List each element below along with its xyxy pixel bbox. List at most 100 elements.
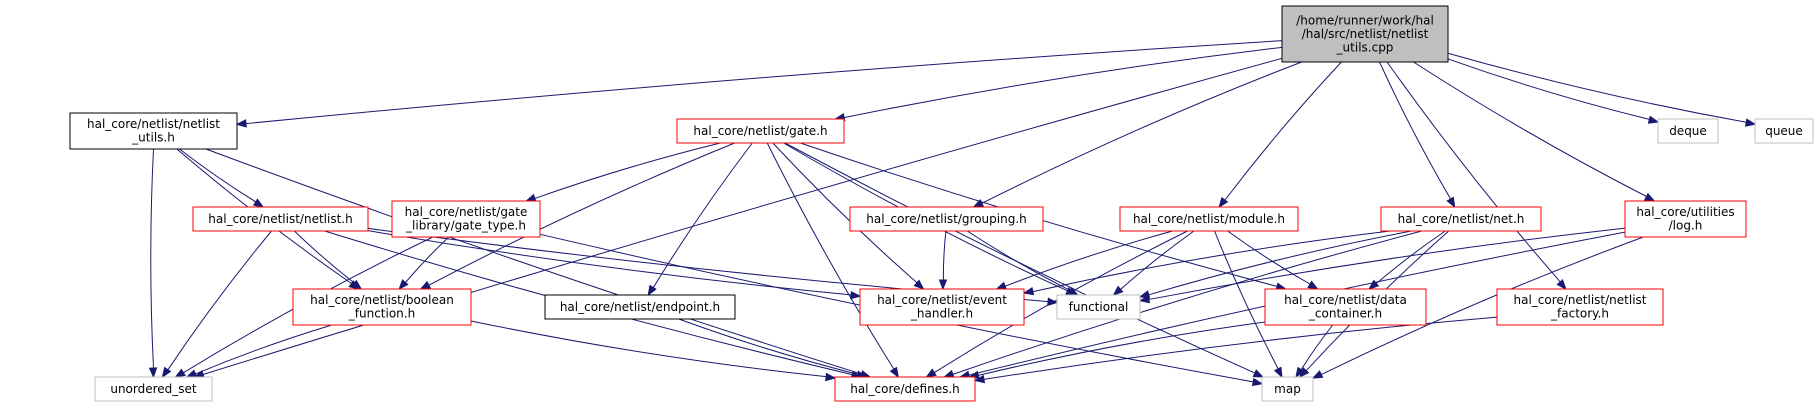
node-box [849, 206, 1044, 232]
edge-root-to-net-h [1379, 61, 1456, 209]
arrowhead [1446, 196, 1456, 209]
node-netlist-factory-h[interactable]: hal_core/netlist/netlist_factory.h [1496, 288, 1664, 326]
arrowhead [174, 368, 186, 378]
edge-root-to-grouping-h [972, 61, 1302, 208]
node-box [1264, 288, 1427, 326]
node-data-container-h[interactable]: hal_core/netlist/data_container.h [1264, 288, 1427, 326]
node-box [69, 112, 238, 150]
edge-data-container-h-to-defines-h [968, 321, 1266, 379]
node-label-line: deque [1669, 124, 1707, 138]
arrowhead [351, 279, 363, 290]
arrowhead [925, 368, 937, 378]
node-box [94, 376, 213, 402]
node-label-line: hal_core/netlist/gate.h [693, 124, 827, 138]
node-endpoint-h[interactable]: hal_core/netlist/endpoint.h [544, 294, 736, 320]
edge-line [470, 320, 827, 378]
edge-line [981, 61, 1302, 204]
edge-line [534, 142, 721, 199]
node-label-line: hal_core/netlist/module.h [1133, 212, 1285, 226]
edge-line [1300, 324, 1334, 370]
node-defines-h[interactable]: hal_core/defines.h [834, 376, 976, 402]
node-netlist-utils-h[interactable]: hal_core/netlist/netlist_utils.h [69, 112, 238, 150]
arrowhead [252, 198, 265, 208]
arrowhead [1252, 369, 1265, 378]
arrowhead [913, 279, 925, 290]
node-box [676, 118, 845, 144]
edge-boolean-function-h-to-defines-h [470, 320, 837, 382]
node-queue: queue [1754, 118, 1814, 144]
edge-netlist-h-to-unordered-set [161, 230, 272, 379]
arrowhead [1022, 286, 1035, 296]
edge-line [952, 230, 1422, 375]
node-label-line: _factory.h [1550, 307, 1609, 321]
arrowhead [1295, 366, 1305, 379]
edge-net-h-to-data-container-h [1368, 230, 1446, 290]
edge-gate-h-to-defines-h [766, 142, 900, 379]
node-gate-h[interactable]: hal_core/netlist/gate.h [676, 118, 845, 144]
edge-line [1379, 61, 1452, 200]
node-label-line: hal_core/netlist/gate [405, 205, 528, 219]
edge-line [772, 142, 918, 284]
arrowhead [419, 280, 432, 290]
node-label-line: hal_core/netlist/boolean [310, 293, 454, 307]
arrowhead [1311, 370, 1324, 379]
node-label-line: hal_core/netlist/endpoint.h [560, 300, 720, 314]
node-label-line: hal_core/netlist/event [877, 293, 1007, 307]
node-unordered-set: unordered_set [94, 376, 213, 402]
edge-root-to-module-h [1218, 61, 1342, 209]
arrowhead [148, 367, 158, 379]
arrowhead [942, 369, 955, 378]
node-log-h[interactable]: hal_core/utilities/log.h [1624, 200, 1747, 238]
node-root[interactable]: /home/runner/work/hal/hal/src/netlist/ne… [1281, 5, 1449, 63]
node-label-line: hal_core/netlist/net.h [1398, 212, 1525, 226]
arrowhead [850, 290, 862, 300]
arrowhead [161, 366, 172, 379]
node-box [1380, 206, 1542, 232]
arrowhead [1138, 294, 1151, 304]
node-box [391, 200, 541, 238]
node-module-h[interactable]: hal_core/netlist/module.h [1119, 206, 1299, 232]
node-net-h[interactable]: hal_core/netlist/net.h [1380, 206, 1542, 232]
node-label-line: map [1274, 382, 1301, 396]
node-box [1281, 5, 1449, 63]
edge-line [978, 321, 1266, 376]
edge-line [1386, 61, 1561, 283]
edge-gate-h-to-event-handler-h [772, 142, 925, 290]
edge-root-to-netlist-utils-h [235, 40, 1283, 128]
arrowhead [1744, 118, 1757, 127]
node-label-line: hal_core/utilities [1636, 205, 1734, 219]
node-label-line: _utils.cpp [1336, 40, 1394, 54]
edge-line [428, 142, 735, 286]
edge-line [678, 318, 858, 375]
node-label-line: _library/gate_type.h [405, 219, 526, 233]
edge-grouping-h-to-event-handler-h [938, 230, 948, 291]
edge-endpoint-h-to-defines-h [678, 318, 868, 379]
edge-root-to-unordered-set [193, 57, 1283, 379]
edge-line [1148, 227, 1626, 300]
arrowhead [995, 281, 1007, 290]
node-label-line: unordered_set [110, 382, 197, 396]
edge-line [245, 40, 1283, 125]
node-box [859, 288, 1025, 326]
edge-line [784, 142, 1256, 374]
arrowhead [1307, 280, 1319, 290]
edge-line [1447, 52, 1747, 123]
node-label-line: _utils.h [131, 131, 175, 145]
arrowhead [647, 284, 657, 297]
node-box [192, 206, 369, 232]
edge-netlist-utils-h-to-unordered-set [148, 148, 158, 379]
edge-gate-h-to-boolean-function-h [419, 142, 735, 290]
node-boolean-function-h[interactable]: hal_core/netlist/boolean_function.h [292, 288, 472, 326]
node-gate-type-h[interactable]: hal_core/netlist/gate_library/gate_type.… [391, 200, 541, 238]
node-event-handler-h[interactable]: hal_core/netlist/event_handler.h [859, 288, 1025, 326]
arrowhead [1218, 196, 1229, 209]
edge-log-h-to-map [1311, 236, 1644, 379]
edge-line [293, 230, 355, 284]
edge-data-container-h-to-map [1295, 324, 1334, 379]
node-netlist-h[interactable]: hal_core/netlist/netlist.h [192, 206, 369, 232]
edge-line [1375, 230, 1446, 284]
node-grouping-h[interactable]: hal_core/netlist/grouping.h [849, 206, 1044, 232]
edge-line [1214, 230, 1279, 370]
edge-line [1004, 230, 1173, 287]
edge-root-to-gate-h [833, 46, 1283, 122]
